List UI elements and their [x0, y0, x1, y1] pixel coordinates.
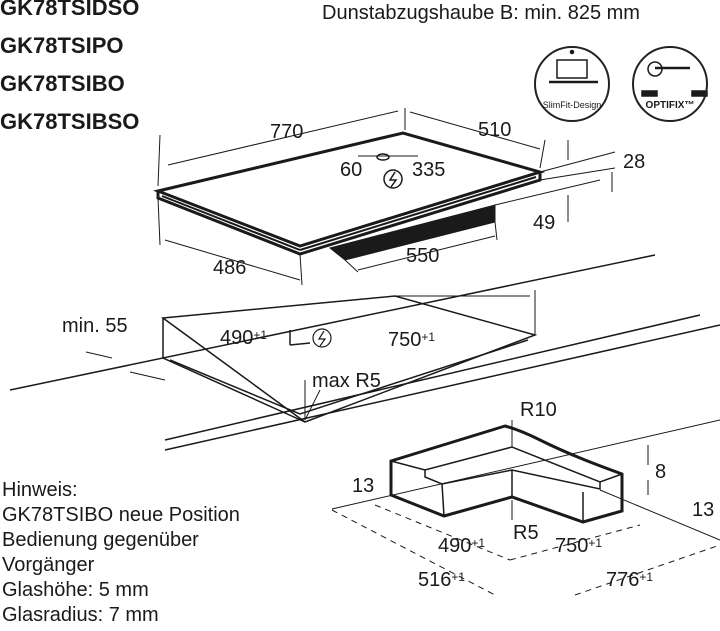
dim-depth: 510 — [478, 119, 512, 141]
slimfit-label: SlimFit-Design — [542, 100, 602, 110]
note-line: Glashöhe: 5 mm — [2, 579, 149, 601]
optifix-label: OPTIFIX™ — [645, 100, 695, 111]
model-name: GK78TSIBO — [0, 71, 125, 96]
dim-cutout-width: 750 — [388, 329, 422, 351]
tolerance: +1 — [639, 570, 654, 584]
note-line: Vorgänger — [2, 554, 95, 576]
note-line: GK78TSIBO neue Position — [2, 504, 240, 526]
model-name: GK78TSIPO — [0, 33, 124, 58]
tolerance: +1 — [421, 330, 436, 344]
tolerance: +1 — [471, 536, 486, 550]
dim-body-height: 49 — [533, 212, 556, 234]
dim-left-margin: 13 — [352, 475, 375, 497]
dim-inner-width: 750 — [555, 535, 589, 557]
hob-drawing — [152, 108, 616, 286]
flush-detail-drawing — [331, 419, 720, 596]
note-line: Glasradius: 7 mm — [2, 604, 159, 626]
note-line: Hinweis: — [2, 479, 78, 501]
dim-outer-width: 776 — [606, 569, 640, 591]
dim-r-inner: R5 — [513, 522, 539, 544]
model-name: GK78TSIBSO — [0, 109, 140, 134]
dim-conn-distance: 335 — [412, 159, 446, 181]
dim-r-outer: R10 — [520, 399, 557, 421]
slimfit-badge: SlimFit-Design — [534, 46, 610, 122]
dim-min-front: min. 55 — [62, 315, 128, 337]
dim-radius: max R5 — [312, 370, 381, 392]
dim-conn-offset: 60 — [340, 159, 363, 181]
tolerance: +1 — [588, 536, 603, 550]
note-line: Bedienung gegenüber — [2, 529, 199, 551]
tolerance: +1 — [253, 328, 268, 342]
dim-body-depth: 486 — [213, 257, 247, 279]
dim-thickness: 28 — [623, 151, 646, 173]
dim-inner-depth: 490 — [438, 535, 472, 557]
dim-right-margin: 13 — [692, 499, 715, 521]
tolerance: +1 — [451, 570, 466, 584]
installation-notes: Hinweis: GK78TSIBO neue Position Bedienu… — [2, 478, 240, 628]
dim-cutout-depth: 490 — [220, 327, 254, 349]
cutout-drawing — [9, 254, 720, 451]
dim-body-width: 550 — [406, 245, 440, 267]
hood-note: Dunstabzugshaube B: min. 825 mm — [322, 2, 640, 24]
optifix-badge: OPTIFIX™ — [632, 46, 708, 122]
dim-width: 770 — [270, 121, 304, 143]
dim-rebate: 8 — [655, 461, 667, 483]
dim-outer-depth: 516 — [418, 569, 452, 591]
model-name: GK78TSIDSO — [0, 0, 140, 20]
